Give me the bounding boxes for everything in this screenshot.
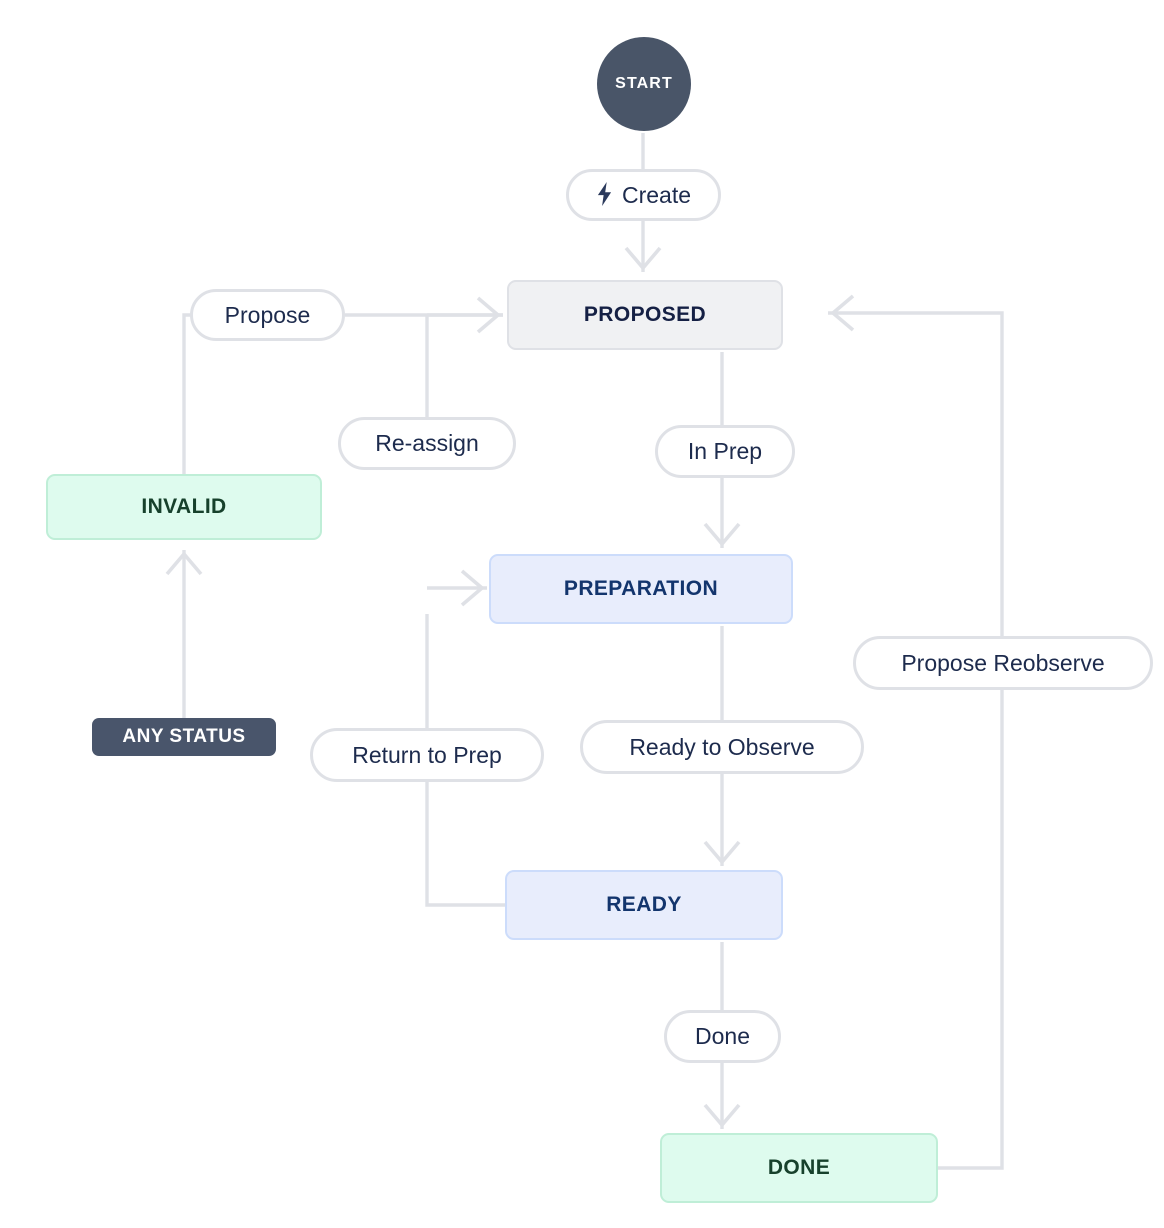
start-node[interactable]: START	[597, 37, 691, 131]
state-node-preparation[interactable]: PREPARATION	[489, 554, 793, 624]
transition-label-reassign-text: Re-assign	[375, 430, 479, 456]
transition-label-propose[interactable]: Propose	[190, 289, 345, 341]
edge-reobserve-to-proposed	[828, 311, 1004, 636]
transition-label-done-text: Done	[695, 1023, 750, 1049]
state-node-invalid[interactable]: INVALID	[46, 474, 322, 540]
transition-label-reassign[interactable]: Re-assign	[338, 417, 516, 470]
arrowhead-create-to-proposed	[624, 246, 662, 271]
arrowhead-returnprep-to-preparation	[460, 569, 485, 607]
transition-label-ready-to-observe[interactable]: Ready to Observe	[580, 720, 864, 774]
transition-label-ready-to-observe-text: Ready to Observe	[629, 733, 815, 760]
start-node-label: START	[615, 75, 673, 92]
state-node-preparation-label: PREPARATION	[563, 577, 719, 600]
state-node-done[interactable]: DONE	[660, 1133, 938, 1203]
transition-label-propose-text: Propose	[224, 301, 311, 328]
arrowhead-reobserve-to-proposed	[830, 294, 855, 332]
edge-ready-to-return-prep	[425, 782, 505, 907]
transition-label-create[interactable]: Create	[566, 169, 721, 221]
arrowhead-anystatus-to-invalid	[165, 551, 203, 576]
state-node-proposed-label: PROPOSED	[583, 303, 707, 326]
edge-done-to-reobserve-lower	[938, 690, 1004, 1170]
any-status-node-label: ANY STATUS	[122, 726, 246, 747]
arrowhead-inprep-to-preparation	[703, 522, 741, 547]
state-node-done-label: DONE	[767, 1156, 831, 1179]
arrowhead-done-to-donestate	[703, 1103, 741, 1128]
transition-label-create-text: Create	[621, 181, 692, 208]
transition-label-return-to-prep-text: Return to Prep	[352, 741, 502, 768]
arrowhead-readytoobserve-to-ready	[703, 840, 741, 865]
lightning-bolt-icon	[596, 182, 613, 206]
transition-label-return-to-prep[interactable]: Return to Prep	[310, 728, 544, 782]
state-node-proposed[interactable]: PROPOSED	[507, 280, 783, 350]
transition-label-propose-reobserve-text: Propose Reobserve	[901, 649, 1105, 676]
any-status-node[interactable]: ANY STATUS	[92, 718, 276, 756]
transition-label-in-prep-text: In Prep	[687, 438, 763, 464]
state-node-ready[interactable]: READY	[505, 870, 783, 940]
state-node-ready-label: READY	[606, 893, 682, 916]
transition-label-done[interactable]: Done	[664, 1010, 781, 1063]
state-node-invalid-label: INVALID	[141, 495, 227, 518]
transition-label-in-prep[interactable]: In Prep	[655, 425, 795, 478]
transition-label-propose-reobserve[interactable]: Propose Reobserve	[853, 636, 1153, 690]
